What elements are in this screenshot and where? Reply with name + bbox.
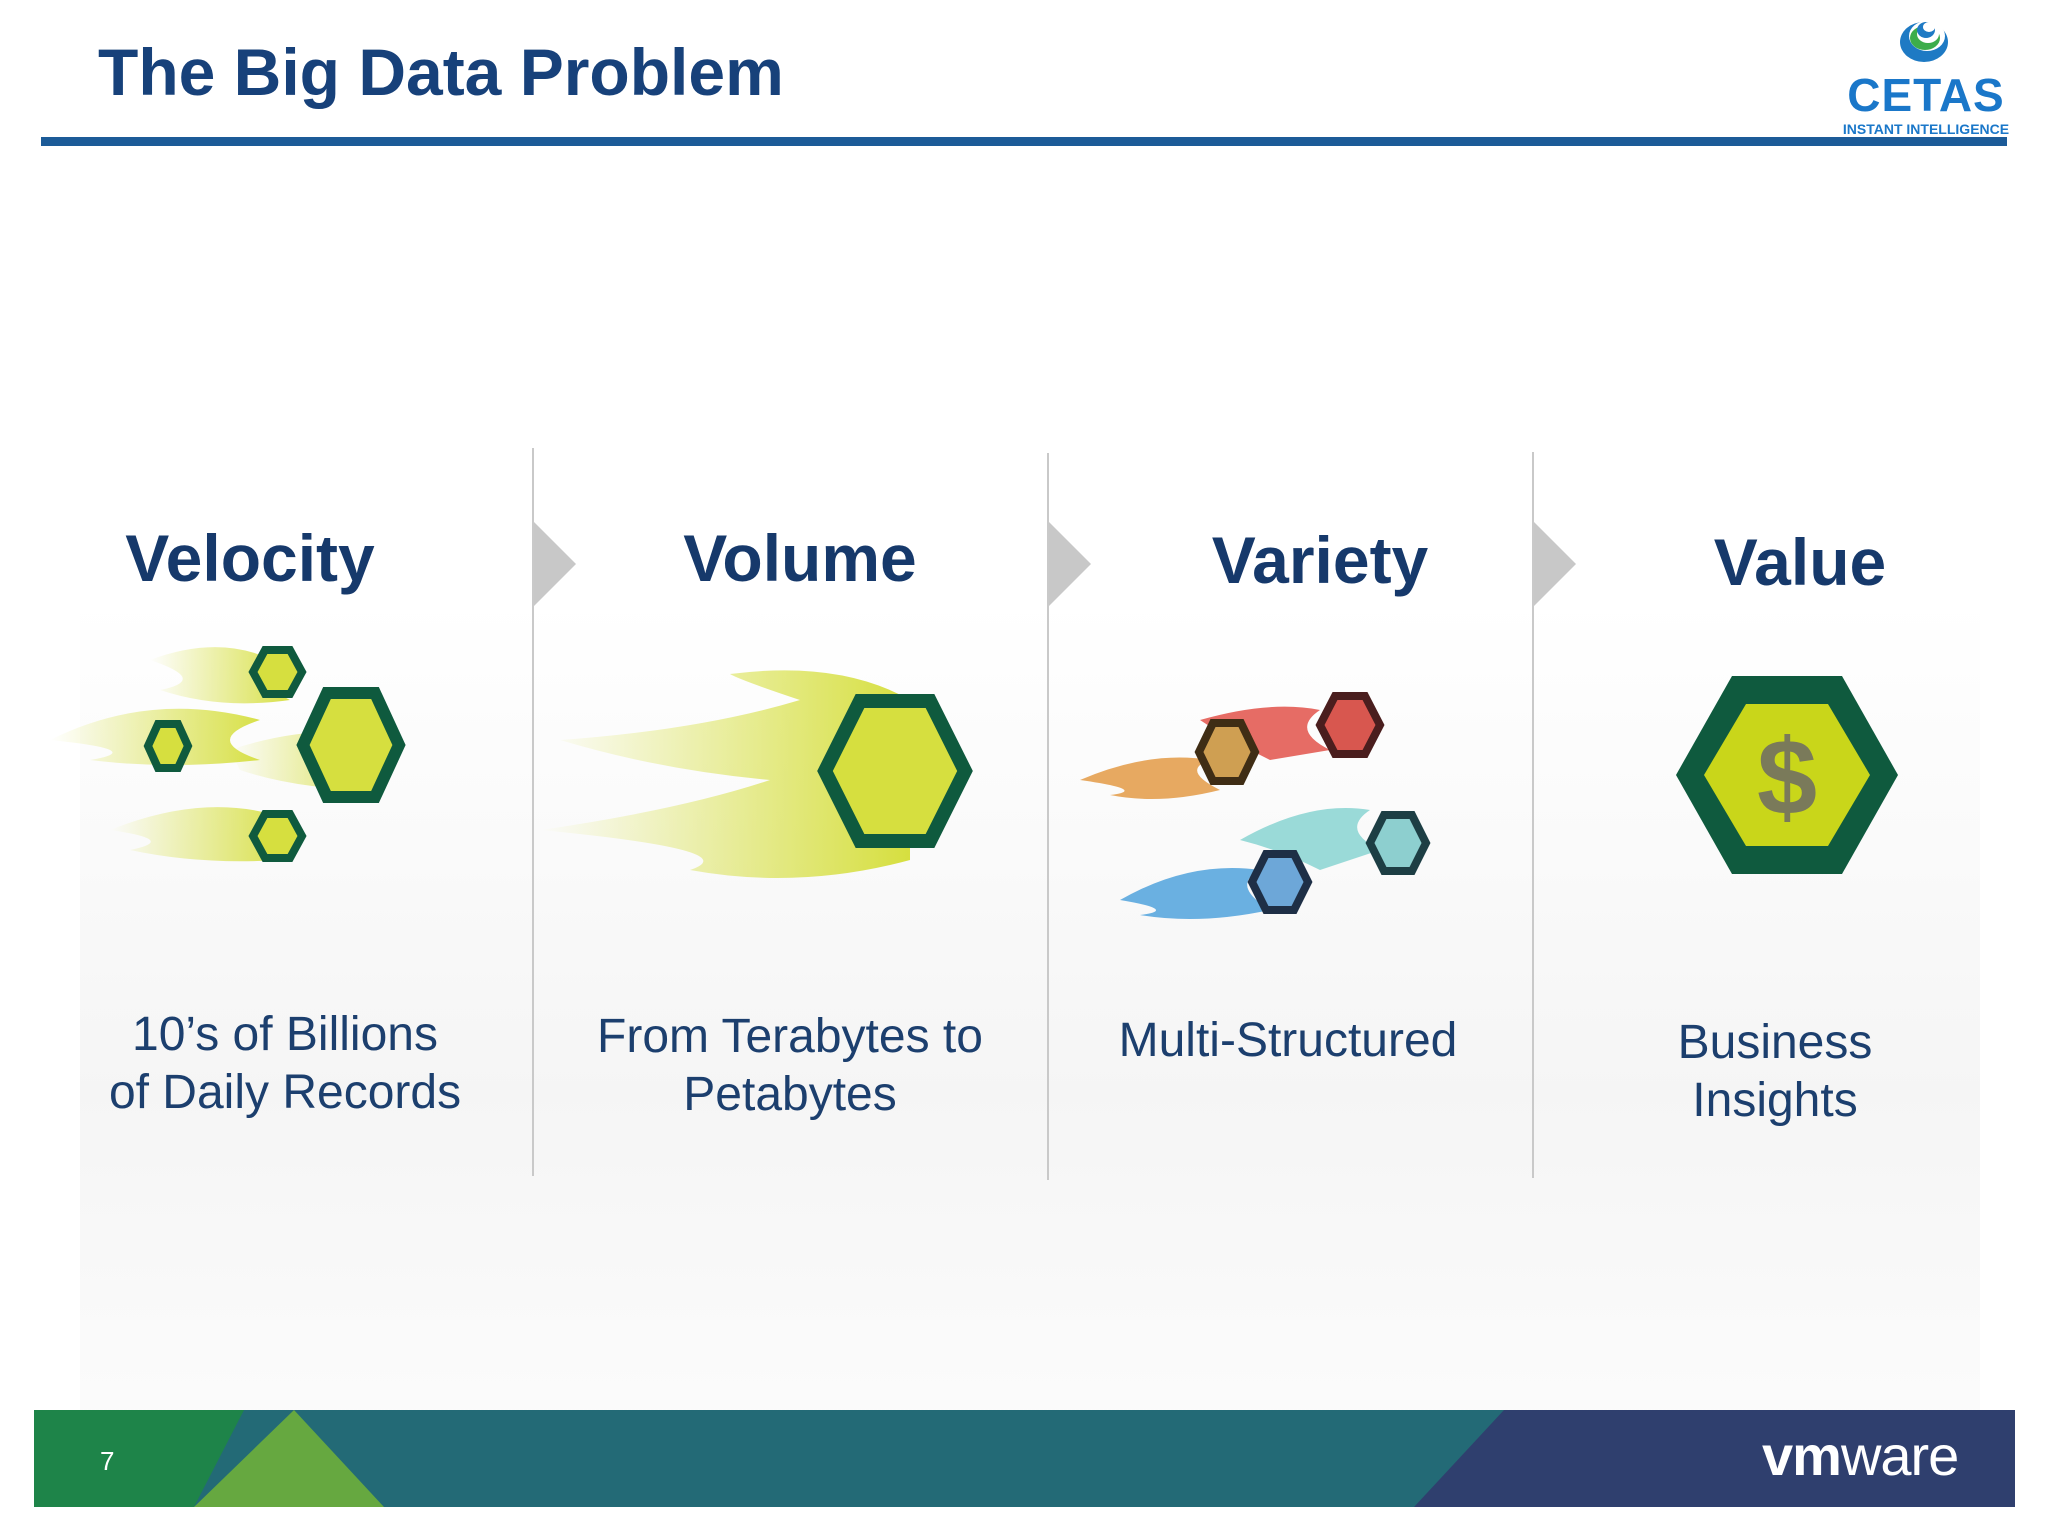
velocity-description: 10’s of Billions of Daily Records — [60, 1006, 510, 1122]
logo-tagline: INSTANT INTELLIGENCE — [1842, 121, 2010, 137]
vmware-logo: vmware — [1762, 1423, 1959, 1488]
arrow-right-icon — [534, 522, 576, 606]
speeding-hexagons-icon — [50, 646, 406, 862]
volume-heading: Volume — [683, 521, 917, 595]
large-hexagon-icon — [540, 670, 973, 878]
description-line: From Terabytes to — [597, 1010, 983, 1063]
arrow-right-icon — [1534, 522, 1576, 606]
footer-banner — [34, 1410, 2015, 1507]
value-description: Business Insights — [1570, 1014, 1980, 1130]
variety-description: Multi-Structured — [1088, 1012, 1488, 1070]
column-divider — [1532, 452, 1534, 1178]
column-divider — [1047, 453, 1049, 1180]
title-underline — [41, 137, 2007, 146]
logo-name: CETAS — [1847, 69, 2005, 121]
swirl-logo-icon — [1900, 21, 1948, 62]
cetas-logo: CETAS INSTANT INTELLIGENCE — [1836, 8, 2016, 137]
description-line: Petabytes — [683, 1068, 897, 1121]
description-line: Multi-Structured — [1118, 1014, 1458, 1067]
volume-description: From Terabytes to Petabytes — [560, 1008, 1020, 1124]
variety-heading: Variety — [1211, 523, 1429, 597]
page-number: 7 — [100, 1446, 115, 1476]
multicolor-hexagons-icon — [1080, 692, 1431, 919]
description-line: Insights — [1692, 1074, 1858, 1127]
page-title: The Big Data Problem — [98, 35, 784, 109]
dollar-hexagon-icon: $ — [1676, 676, 1898, 874]
brand-prefix: vm — [1762, 1424, 1842, 1487]
arrow-right-icon — [1049, 522, 1091, 606]
value-heading: Value — [1713, 525, 1887, 599]
brand-suffix: ware — [1840, 1424, 1959, 1487]
column-divider — [532, 448, 534, 1176]
description-line: 10’s of Billions — [132, 1008, 438, 1061]
velocity-heading: Velocity — [125, 521, 375, 595]
svg-text:$: $ — [1757, 716, 1817, 837]
description-line: Business — [1677, 1016, 1873, 1069]
description-line: of Daily Records — [108, 1066, 462, 1119]
